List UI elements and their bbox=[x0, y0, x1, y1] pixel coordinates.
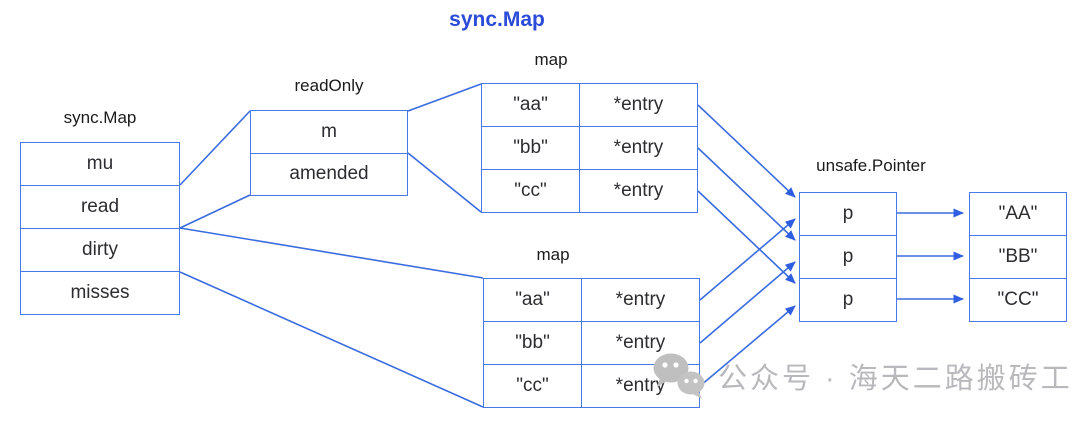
value-cc: "CC" bbox=[970, 278, 1066, 321]
value-box: "AA" "BB" "CC" bbox=[969, 192, 1067, 322]
readonly-struct-label: readOnly bbox=[294, 76, 364, 95]
value-cell: *entry bbox=[615, 332, 666, 353]
line-read-to-readonly-bottom bbox=[179, 194, 251, 229]
line-dirty-to-bottommap-top bbox=[179, 227, 484, 279]
key-cell: "aa" bbox=[482, 84, 580, 126]
line-dirty-to-bottommap-bottom bbox=[179, 271, 484, 408]
field-misses: misses bbox=[21, 271, 179, 314]
value-cell: *entry bbox=[613, 137, 664, 158]
table-row: "aa" *entry bbox=[482, 84, 697, 126]
syncmap-struct: mu read dirty misses bbox=[20, 142, 180, 315]
arrow-topmap-cc-to-p3 bbox=[697, 190, 796, 284]
key-cell: "bb" bbox=[484, 322, 582, 364]
topmap-label: map bbox=[534, 50, 568, 69]
arrow-bottommap-aa-to-p1 bbox=[699, 218, 796, 301]
field-p1: p bbox=[842, 203, 854, 224]
table-row: "bb" *entry bbox=[484, 321, 699, 364]
table-row: "cc" *entry bbox=[484, 364, 699, 407]
arrow-topmap-aa-to-p1 bbox=[697, 104, 796, 198]
key-cell: "bb" bbox=[482, 127, 580, 169]
arrow-topmap-bb-to-p2 bbox=[697, 147, 796, 241]
diagram-title: sync.Map bbox=[449, 8, 545, 31]
value-cell: *entry bbox=[613, 94, 664, 115]
key-cell: "aa" bbox=[484, 279, 582, 321]
watermark-text: 公众号 · 海天二路搬砖工 bbox=[718, 363, 1073, 395]
wechat-icon bbox=[653, 353, 705, 399]
topmap-table: "aa" *entry "bb" *entry "cc" *entry bbox=[481, 83, 698, 213]
pointer-struct: p p p bbox=[799, 192, 897, 322]
field-p2: p bbox=[800, 235, 896, 278]
key-cell: "cc" bbox=[484, 365, 582, 407]
arrow-bottommap-bb-to-p2 bbox=[699, 261, 796, 344]
value-bb: "BB" bbox=[970, 235, 1066, 278]
readonly-struct: m amended bbox=[250, 110, 408, 196]
table-row: "aa" *entry bbox=[484, 279, 699, 321]
syncmap-struct-label: sync.Map bbox=[63, 108, 137, 127]
value-cell: *entry bbox=[615, 289, 666, 310]
key-cell: "cc" bbox=[482, 170, 580, 212]
field-amended: amended bbox=[251, 152, 407, 196]
pointer-struct-label: unsafe.Pointer bbox=[816, 156, 926, 175]
bottommap-table: "aa" *entry "bb" *entry "cc" *entry bbox=[483, 278, 700, 408]
watermark: 公众号 · 海天二路搬砖工 bbox=[650, 352, 1073, 400]
line-read-to-readonly-top bbox=[179, 110, 251, 186]
value-cell: *entry bbox=[615, 375, 666, 396]
line-m-to-topmap-bottom bbox=[407, 152, 482, 213]
field-read: read bbox=[21, 185, 179, 228]
bottommap-label: map bbox=[536, 245, 570, 264]
field-dirty: dirty bbox=[21, 228, 179, 271]
table-row: "cc" *entry bbox=[482, 169, 697, 212]
field-m: m bbox=[321, 120, 337, 142]
table-row: "bb" *entry bbox=[482, 126, 697, 169]
value-cell: *entry bbox=[613, 180, 664, 201]
field-p3: p bbox=[800, 278, 896, 321]
line-m-to-topmap-top bbox=[407, 83, 482, 112]
field-mu: mu bbox=[86, 153, 114, 174]
value-aa: "AA" bbox=[998, 203, 1038, 224]
